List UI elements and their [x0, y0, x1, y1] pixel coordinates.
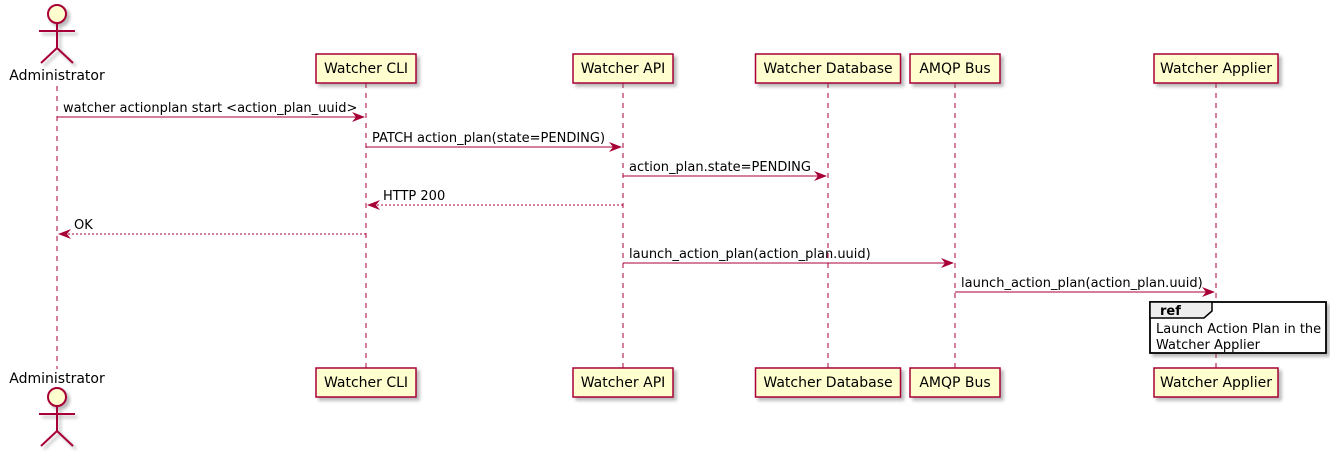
actor-figure-top [39, 4, 75, 64]
ref-keyword: ref [1160, 304, 1181, 319]
actor-label-top: Administrator [9, 68, 105, 84]
participant-label: Watcher CLI [324, 375, 408, 391]
message-watcher-api-to-watcher-database: action_plan.state=PENDING [623, 160, 827, 181]
ref-header-pentagon [1149, 301, 1213, 319]
arrowhead-icon [609, 142, 622, 152]
participant-rect [909, 53, 1001, 84]
participant-rect [315, 53, 417, 84]
participant-label: Watcher Applier [1160, 375, 1272, 391]
arrowhead-icon [352, 112, 365, 122]
participant-rect [1153, 367, 1279, 398]
message-watcher-api-to-amqp-bus: launch_action_plan(action_plan.uuid) [623, 247, 954, 268]
participant-box-watcher-applier-top: Watcher Applier [1153, 53, 1279, 84]
participant-box-watcher-cli-bottom: Watcher CLI [315, 367, 417, 398]
arrowhead-icon [1202, 287, 1215, 297]
message-watcher-cli-to-administrator: OK [58, 218, 366, 239]
participant-rect [572, 367, 674, 398]
actor-leg-left [40, 430, 58, 447]
participant-label: Watcher API [581, 61, 666, 77]
participant-rect [909, 367, 1001, 398]
participant-label: Watcher Applier [1160, 61, 1272, 77]
participant-box-watcher-applier-bottom: Watcher Applier [1153, 367, 1279, 398]
ref-text-line: Launch Action Plan in the [1156, 322, 1321, 337]
arrowhead-icon [814, 171, 827, 181]
participant-box-watcher-api-top: Watcher API [572, 53, 674, 84]
actor-figure-bottom [39, 387, 75, 447]
participant-box-amqp-bus-top: AMQP Bus [909, 53, 1001, 84]
participant-box-watcher-api-bottom: Watcher API [572, 367, 674, 398]
participant-label: Watcher API [581, 375, 666, 391]
actor-leg-right [56, 430, 74, 447]
participant-box-watcher-database-bottom: Watcher Database [754, 367, 902, 398]
participant-label: AMQP Bus [919, 375, 990, 391]
actor-head [47, 4, 67, 24]
participant-label: Watcher Database [763, 375, 892, 391]
participant-box-watcher-cli-top: Watcher CLI [315, 53, 417, 84]
message-watcher-api-to-watcher-cli: HTTP 200 [367, 189, 623, 210]
message-label: launch_action_plan(action_plan.uuid) [961, 276, 1203, 291]
message-label: OK [74, 218, 93, 233]
arrowhead-icon [367, 200, 380, 210]
actor-label-bottom: Administrator [9, 371, 105, 387]
participant-rect [1153, 53, 1279, 84]
arrowhead-icon [58, 229, 71, 239]
message-watcher-cli-to-watcher-api: PATCH action_plan(state=PENDING) [366, 131, 622, 152]
participant-rect [754, 367, 902, 398]
message-label: HTTP 200 [383, 189, 445, 204]
participant-label: Watcher CLI [324, 61, 408, 77]
participant-box-watcher-database-top: Watcher Database [754, 53, 902, 84]
actor-leg-left [40, 47, 58, 64]
participant-rect [754, 53, 902, 84]
message-label: action_plan.state=PENDING [629, 160, 811, 175]
message-amqp-bus-to-watcher-applier: launch_action_plan(action_plan.uuid) [955, 276, 1215, 297]
actor-head [47, 387, 67, 407]
arrowhead-icon [941, 258, 954, 268]
participant-rect [572, 53, 674, 84]
message-label: launch_action_plan(action_plan.uuid) [629, 247, 871, 262]
message-label: watcher actionplan start <action_plan_uu… [63, 101, 357, 116]
participant-label: Watcher Database [763, 61, 892, 77]
message-label: PATCH action_plan(state=PENDING) [372, 131, 605, 146]
actor-leg-right [56, 47, 74, 64]
participant-rect [315, 367, 417, 398]
participant-box-amqp-bus-bottom: AMQP Bus [909, 367, 1001, 398]
message-administrator-to-watcher-cli: watcher actionplan start <action_plan_uu… [57, 101, 365, 122]
ref-text-line: Watcher Applier [1156, 338, 1261, 353]
participant-label: AMQP Bus [919, 61, 990, 77]
